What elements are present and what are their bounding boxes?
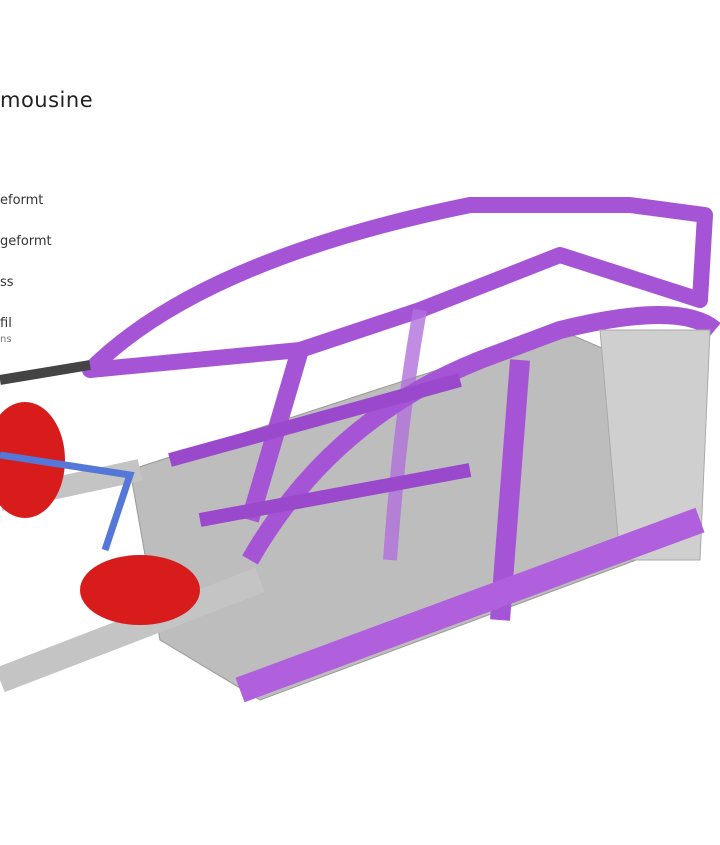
legend-item: geformt: [0, 234, 52, 249]
front-rail: [0, 567, 265, 693]
legend-item: eformt: [0, 193, 44, 208]
strut-tower: [80, 555, 200, 625]
rear-quarter: [599, 329, 711, 561]
side-pillar: [490, 359, 530, 621]
legend-item: ss: [0, 275, 14, 290]
legend-subtext: ns: [0, 334, 12, 345]
cowl: [0, 360, 91, 385]
sill: [235, 507, 705, 703]
roof-frame: [82, 197, 713, 378]
side-frame: [242, 306, 720, 565]
crossmember: [198, 463, 472, 527]
page-title: mousine: [0, 88, 94, 112]
legend-item: fil: [0, 316, 12, 331]
b-pillar: [383, 308, 427, 561]
crossmember: [168, 373, 462, 467]
strut-brace: [0, 451, 135, 552]
